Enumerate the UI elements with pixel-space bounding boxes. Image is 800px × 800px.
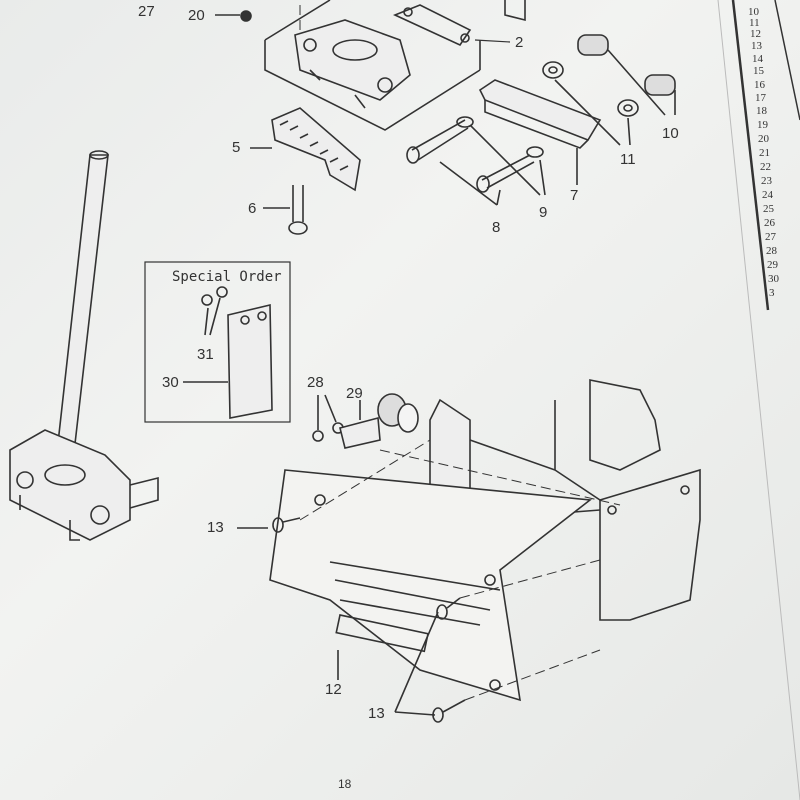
callout-29: 29 [346,385,363,402]
list-number: 12 [750,28,761,40]
callout-13-upper: 13 [207,519,224,536]
list-number: 22 [760,161,771,173]
part-11-nuts [542,61,639,146]
part-6-screw [263,185,308,235]
callout-6: 6 [248,200,257,217]
callout-13-lower: 13 [368,705,385,722]
callout-20: 20 [188,7,205,24]
part-12-throat-plate [269,469,593,702]
list-number: 23 [761,175,772,187]
list-number: 11 [749,17,760,29]
part-8-screws [406,119,535,206]
list-number: 25 [763,203,774,215]
list-number: 17 [755,92,766,104]
part-29-plate [339,400,381,449]
table-border [731,0,770,311]
needle-bar-assembly [9,150,159,541]
list-number: 26 [764,217,775,229]
callout-27: 27 [138,3,155,20]
list-number: 21 [759,147,770,159]
callout-30: 30 [162,374,179,391]
part-13-screws [237,517,466,723]
callout-9: 9 [539,204,548,221]
part-10-springs [577,34,676,116]
list-number: 18 [756,105,767,117]
list-number: 20 [758,133,769,145]
list-number: 30 [768,273,779,285]
callout-31: 31 [197,346,214,363]
list-number: 13 [751,40,762,52]
callout-7: 7 [570,187,579,204]
callout-5: 5 [232,139,241,156]
list-number: 15 [753,65,764,77]
top-bracket-assembly [264,0,526,131]
part-5-feed-dog [250,107,361,192]
callout-12: 12 [325,681,342,698]
part-28-screws [312,394,344,442]
table-border [774,0,800,121]
page-number: 18 [338,777,352,791]
list-number: 28 [766,245,777,257]
part-20-nut [215,10,252,22]
page-fold [717,0,800,800]
part-9-washers [456,116,546,196]
callout-8: 8 [492,219,501,236]
assembly-lines [299,0,621,701]
list-number: 29 [767,259,778,271]
callout-10: 10 [662,125,679,142]
bushing [377,393,419,433]
special-order-title: Special Order [172,269,282,285]
callout-11: 11 [620,151,636,168]
part-31-screws [201,286,228,336]
list-number: 14 [752,53,763,65]
list-number: 16 [754,79,765,91]
list-number: 3 [769,287,775,299]
list-number: 10 [748,6,759,18]
callout-28: 28 [307,374,324,391]
part-7-bar [478,79,602,185]
list-number: 27 [765,231,776,243]
part-30-plate [183,303,273,419]
special-order-box [144,261,291,423]
callout-2: 2 [515,34,524,51]
list-number: 24 [762,189,773,201]
list-number: 19 [757,119,768,131]
